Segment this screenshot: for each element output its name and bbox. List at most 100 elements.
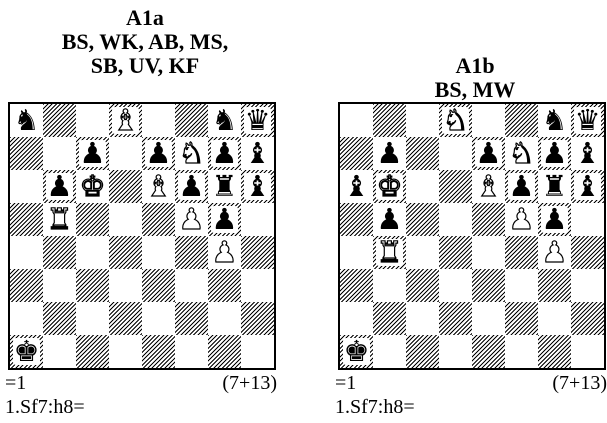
board-square — [439, 335, 472, 368]
board-square — [472, 335, 505, 368]
board-square — [142, 203, 175, 236]
board-square — [43, 269, 76, 302]
black-bishop-icon: ♝ — [241, 170, 274, 203]
piece-count: (7+13) — [222, 372, 277, 394]
black-queen-icon: ♛ — [571, 104, 604, 137]
board-square — [406, 335, 439, 368]
board-square — [241, 269, 274, 302]
board-square — [76, 302, 109, 335]
title-line: BS, MW — [335, 78, 607, 102]
board-square — [439, 137, 472, 170]
board-square — [505, 104, 538, 137]
board-square — [439, 302, 472, 335]
board-square — [142, 335, 175, 368]
board-square — [340, 137, 373, 170]
board-square — [472, 269, 505, 302]
board-square — [241, 302, 274, 335]
white-knight-icon: ♞ — [439, 104, 472, 137]
board-square — [406, 104, 439, 137]
board-square — [10, 302, 43, 335]
board-square — [340, 269, 373, 302]
board-square — [472, 203, 505, 236]
board-square — [241, 203, 274, 236]
white-knight-icon: ♞ — [175, 137, 208, 170]
black-knight-icon: ♞ — [10, 104, 43, 137]
white-pawn-icon: ♟ — [175, 203, 208, 236]
board-square — [10, 137, 43, 170]
chess-board: ♞♞♛♟♟♞♟♝♝♚♝♟♜♝♟♟♟♜♟♚ — [338, 102, 606, 370]
board-square — [43, 335, 76, 368]
board-square — [472, 104, 505, 137]
board-square — [109, 269, 142, 302]
board-square — [10, 236, 43, 269]
white-king-icon: ♚ — [373, 170, 406, 203]
black-queen-icon: ♛ — [241, 104, 274, 137]
title-line: A1a — [5, 6, 285, 30]
board-square — [571, 203, 604, 236]
board-square — [208, 269, 241, 302]
board-square — [373, 269, 406, 302]
board-square — [505, 269, 538, 302]
title-line: A1b — [335, 54, 607, 78]
black-king-icon: ♚ — [10, 335, 43, 368]
diagram-title: A1b BS, MW — [335, 54, 607, 102]
black-knight-icon: ♞ — [538, 104, 571, 137]
black-pawn-icon: ♟ — [76, 137, 109, 170]
board-square — [439, 269, 472, 302]
white-rook-icon: ♜ — [373, 236, 406, 269]
board-square — [373, 104, 406, 137]
board-square — [208, 335, 241, 368]
white-king-icon: ♚ — [76, 170, 109, 203]
black-bishop-icon: ♝ — [571, 170, 604, 203]
board-square — [109, 236, 142, 269]
board-square — [505, 335, 538, 368]
black-pawn-icon: ♟ — [538, 137, 571, 170]
black-bishop-icon: ♝ — [571, 137, 604, 170]
board-square — [142, 104, 175, 137]
board-square — [406, 269, 439, 302]
board-square — [43, 236, 76, 269]
board-square — [142, 269, 175, 302]
board-square — [538, 269, 571, 302]
board-square — [76, 104, 109, 137]
title-line: SB, UV, KF — [5, 54, 285, 78]
solution: 1.Sf7:h8= — [335, 396, 415, 418]
board-square — [208, 302, 241, 335]
board-square — [340, 104, 373, 137]
board-square — [406, 137, 439, 170]
white-bishop-icon: ♝ — [109, 104, 142, 137]
title-line: BS, WK, AB, MS, — [5, 30, 285, 54]
black-rook-icon: ♜ — [538, 170, 571, 203]
board-square — [406, 236, 439, 269]
board-square — [43, 104, 76, 137]
board-square — [76, 203, 109, 236]
black-knight-icon: ♞ — [208, 104, 241, 137]
black-bishop-icon: ♝ — [241, 137, 274, 170]
board-square — [10, 170, 43, 203]
board-square — [571, 269, 604, 302]
chess-board: ♞♝♞♛♟♟♞♟♝♟♚♝♟♜♝♜♟♟♟♚ — [8, 102, 276, 370]
board-square — [10, 203, 43, 236]
board-square — [43, 302, 76, 335]
white-bishop-icon: ♝ — [472, 170, 505, 203]
black-pawn-icon: ♟ — [175, 170, 208, 203]
board-square — [340, 203, 373, 236]
board-square — [10, 269, 43, 302]
black-rook-icon: ♜ — [208, 170, 241, 203]
white-pawn-icon: ♟ — [505, 203, 538, 236]
white-knight-icon: ♞ — [505, 137, 538, 170]
board-square — [373, 335, 406, 368]
board-square — [373, 302, 406, 335]
black-king-icon: ♚ — [340, 335, 373, 368]
black-pawn-icon: ♟ — [142, 137, 175, 170]
board-square — [109, 203, 142, 236]
board-square — [109, 335, 142, 368]
stipulation: =1 — [5, 372, 26, 394]
board-square — [439, 203, 472, 236]
board-square — [406, 302, 439, 335]
board-square — [472, 236, 505, 269]
black-pawn-icon: ♟ — [505, 170, 538, 203]
board-square — [109, 170, 142, 203]
board-square — [175, 335, 208, 368]
black-pawn-icon: ♟ — [538, 203, 571, 236]
